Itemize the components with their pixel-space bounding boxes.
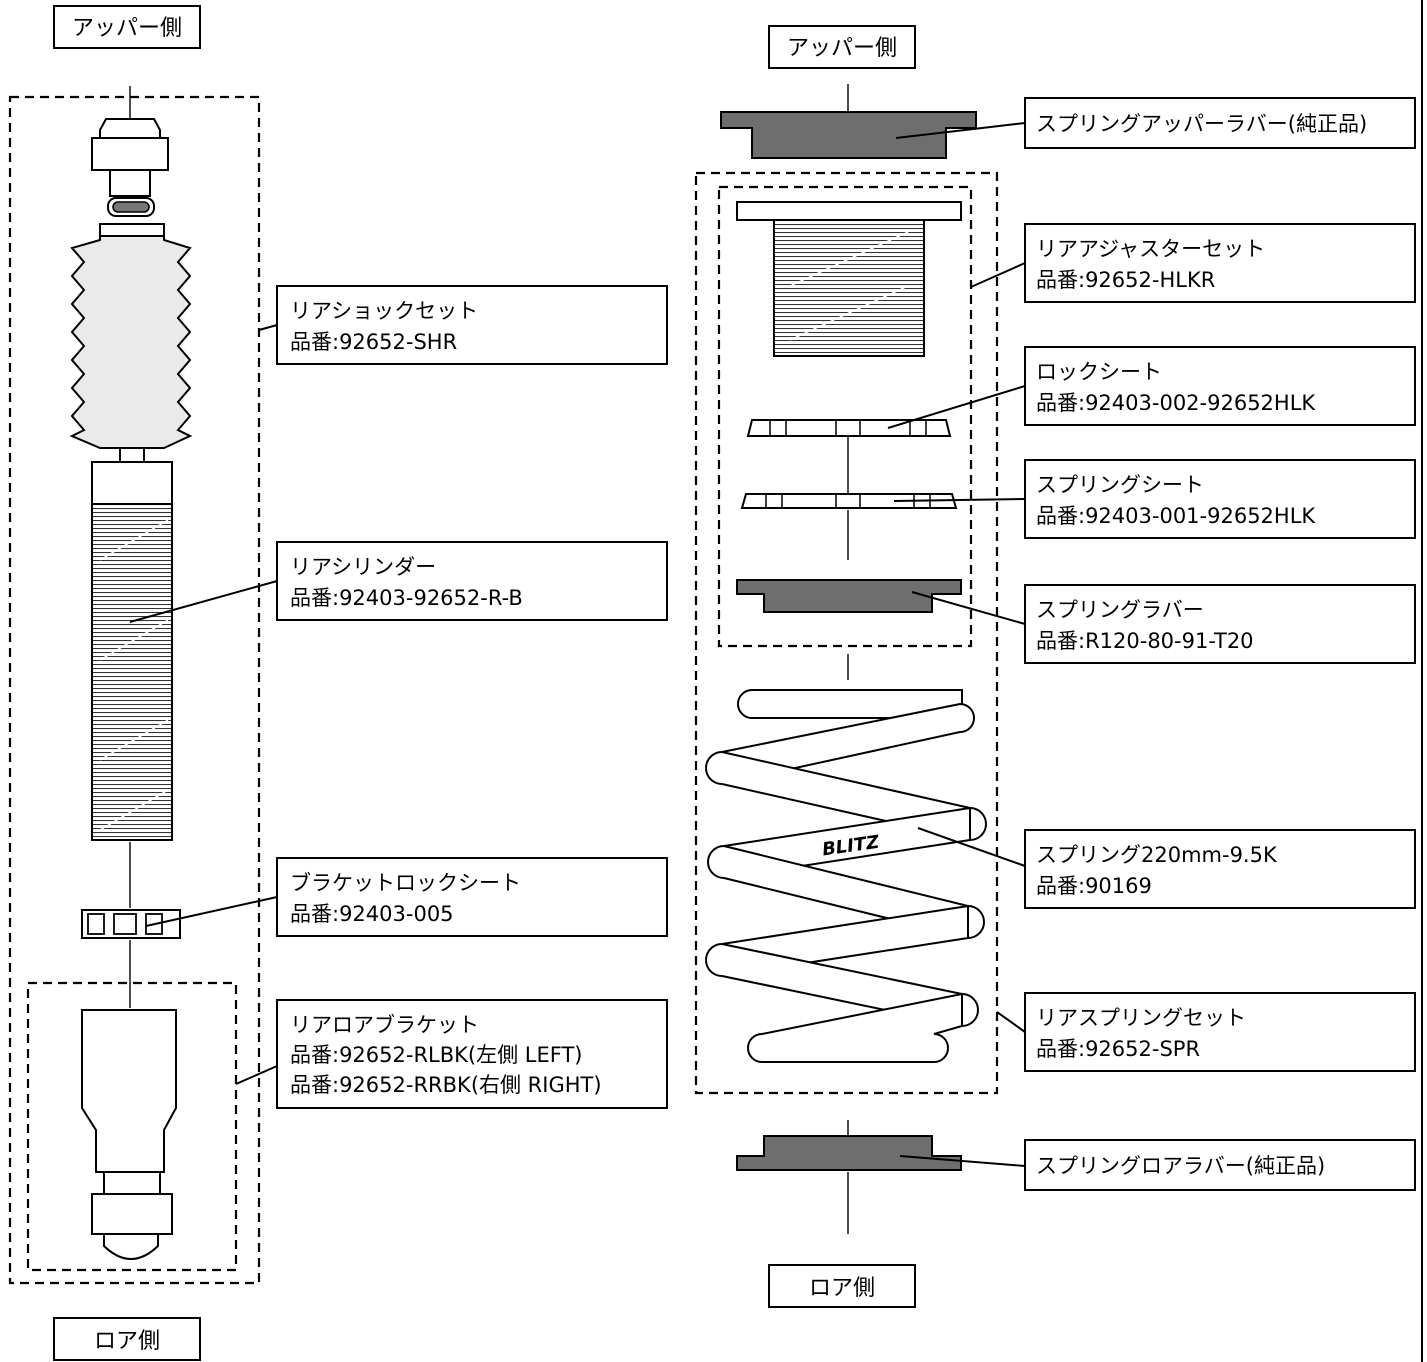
svg-text:ブラケットロックシート: ブラケットロックシート [290, 871, 521, 895]
callout-spring: スプリング220mm-9.5K 品番:90169 [1024, 829, 1416, 909]
svg-text:品番:92403-001-92652HLK: 品番:92403-001-92652HLK [1036, 504, 1316, 528]
right-upper-side-label: アッパー側 [768, 25, 916, 69]
spring-rubber-part [736, 579, 962, 613]
svg-text:リアシリンダー: リアシリンダー [290, 555, 436, 579]
svg-text:品番:92652-SPR: 品番:92652-SPR [1036, 1037, 1200, 1061]
rear-spring-set-group [694, 171, 999, 1095]
leader-spring [917, 827, 1026, 867]
piston-rod [119, 447, 145, 463]
leader-spring-upper-rubber [895, 122, 1026, 139]
callout-rear-shock-set: リアショックセット 品番:92652-SHR [276, 285, 668, 365]
callout-rear-lower-bracket: リアロアブラケット 品番:92652-RLBK(左側 LEFT) 品番:9265… [276, 999, 668, 1109]
spring-seat-part [740, 493, 958, 509]
leader-rear-shock-set [258, 324, 278, 331]
callout-rear-spring-set: リアスプリングセット 品番:92652-SPR [1024, 992, 1416, 1072]
callout-spring-rubber: スプリングラバー 品番:R120-80-91-T20 [1024, 584, 1416, 664]
callout-rear-adjuster-set: リアアジャスターセット 品番:92652-HLKR [1024, 223, 1416, 303]
leader-bracket-lock-seat [145, 896, 278, 927]
bracket-lock-seat-part [81, 909, 181, 939]
svg-text:スプリングアッパーラバー(純正品): スプリングアッパーラバー(純正品) [1036, 112, 1367, 136]
lock-seat-part [746, 419, 952, 437]
svg-text:アッパー側: アッパー側 [787, 36, 897, 61]
svg-text:リアアジャスターセット: リアアジャスターセット [1036, 237, 1265, 261]
svg-text:品番:R120-80-91-T20: 品番:R120-80-91-T20 [1036, 629, 1254, 653]
svg-text:アッパー側: アッパー側 [72, 16, 182, 41]
svg-text:ロア側: ロア側 [94, 1329, 160, 1354]
left-lower-side-label: ロア側 [53, 1317, 201, 1361]
svg-text:品番:92652-SHR: 品番:92652-SHR [290, 330, 457, 354]
svg-text:品番:92652-RRBK(右側 RIGHT): 品番:92652-RRBK(右側 RIGHT) [290, 1073, 602, 1097]
callout-spring-upper-rubber: スプリングアッパーラバー(純正品) [1024, 97, 1416, 149]
callout-spring-lower-rubber: スプリングロアラバー(純正品) [1024, 1139, 1416, 1191]
svg-text:リアショックセット: リアショックセット [290, 299, 478, 323]
svg-text:スプリング220mm-9.5K: スプリング220mm-9.5K [1036, 843, 1278, 867]
rear-shock-set-group [8, 95, 261, 1285]
svg-text:スプリングロアラバー(純正品): スプリングロアラバー(純正品) [1036, 1154, 1325, 1178]
svg-text:リアロアブラケット: リアロアブラケット [290, 1013, 479, 1037]
spring-upper-rubber-part [720, 111, 977, 159]
leader-lock-seat [887, 385, 1026, 429]
callout-lock-seat: ロックシート 品番:92403-002-92652HLK [1024, 346, 1416, 426]
callout-rear-cylinder: リアシリンダー 品番:92403-92652-R-B [276, 541, 668, 621]
leader-spring-seat [893, 498, 1026, 502]
adjuster-part [736, 201, 962, 357]
leader-rear-lower-bracket [235, 1065, 278, 1085]
leader-spring-rubber [911, 591, 1026, 625]
leader-rear-cylinder [129, 580, 278, 623]
svg-text:品番:92403-92652-R-B: 品番:92403-92652-R-B [290, 586, 523, 610]
svg-text:品番:92403-005: 品番:92403-005 [290, 902, 454, 926]
svg-text:品番:92652-RLBK(左側 LEFT): 品番:92652-RLBK(左側 LEFT) [290, 1043, 583, 1067]
svg-text:品番:90169: 品番:90169 [1036, 874, 1152, 898]
rear-lower-bracket-group [26, 981, 238, 1272]
svg-text:ロックシート: ロックシート [1036, 360, 1162, 384]
rear-adjuster-set-group [717, 185, 973, 648]
shock-top-mount [91, 118, 169, 237]
svg-text:ロア側: ロア側 [809, 1276, 875, 1301]
callout-spring-seat: スプリングシート 品番:92403-001-92652HLK [1024, 459, 1416, 539]
leader-rear-spring-set [996, 1011, 1026, 1033]
leader-spring-lower-rubber [899, 1155, 1026, 1167]
rear-cylinder-part [91, 461, 173, 841]
callout-bracket-lock-seat: ブラケットロックシート 品番:92403-005 [276, 857, 668, 937]
svg-text:品番:92403-002-92652HLK: 品番:92403-002-92652HLK [1036, 391, 1316, 415]
dust-boot [69, 235, 193, 449]
svg-text:スプリングラバー: スプリングラバー [1036, 598, 1204, 622]
rear-lower-bracket-part [81, 1009, 177, 1260]
svg-text:スプリングシート: スプリングシート [1036, 473, 1204, 497]
svg-text:品番:92652-HLKR: 品番:92652-HLKR [1036, 268, 1215, 292]
coil-spring-part: BLITZ [705, 689, 987, 1063]
svg-text:リアスプリングセット: リアスプリングセット [1036, 1006, 1246, 1030]
left-upper-side-label: アッパー側 [53, 5, 201, 49]
spring-lower-rubber-part [736, 1135, 962, 1171]
right-lower-side-label: ロア側 [768, 1264, 916, 1308]
leader-rear-adjuster-set [970, 262, 1026, 288]
